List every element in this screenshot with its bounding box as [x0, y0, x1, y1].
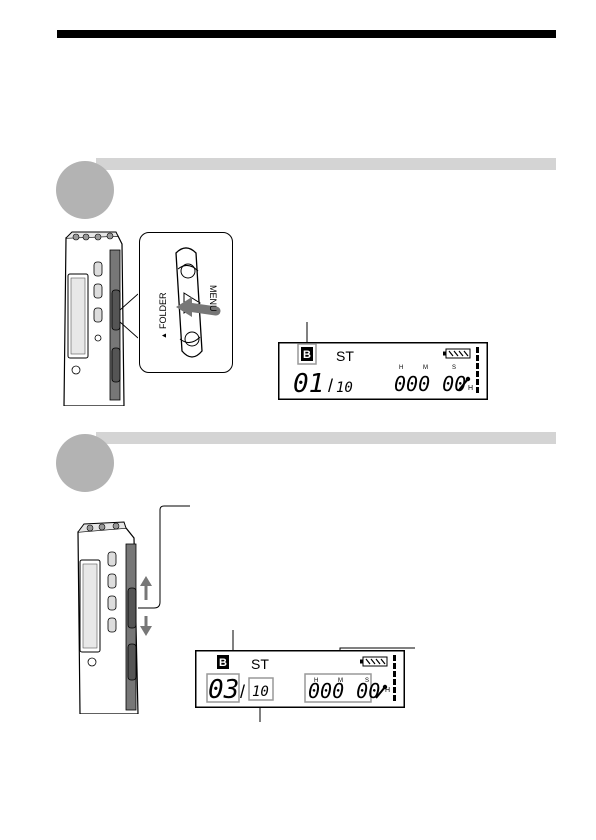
message-number-highlight: [206, 673, 240, 703]
unit-h: H: [399, 365, 403, 371]
level-meter: [393, 655, 396, 701]
slash-separator: /: [328, 376, 333, 396]
step-2-circle: [56, 434, 114, 492]
elapsed-time: 000 00: [394, 372, 466, 396]
menu-label: MENU: [208, 285, 218, 312]
unit-h: H: [314, 678, 318, 684]
elapsed-time: 000 00: [308, 679, 380, 703]
folder-indicator: [301, 347, 313, 361]
message-number: 03: [208, 675, 239, 705]
step-1-circle: [56, 161, 114, 219]
time-highlight: [304, 673, 372, 703]
control-callout-box: FOLDER ▲ MENU: [139, 232, 233, 373]
lcd-display-2: B ST 03 / 10 H M S 000 00 H: [195, 630, 415, 722]
jog-callout-line: [138, 505, 190, 609]
jog-up-arrow-icon: [140, 576, 152, 586]
jog-down-arrow-icon: [140, 626, 152, 636]
unit-s: S: [365, 678, 369, 684]
slash-separator: /: [240, 682, 245, 702]
total-messages: 10: [252, 684, 269, 700]
folder-triangle-icon: ▲: [161, 332, 168, 339]
folder-letter: B: [303, 349, 311, 361]
recorder-illustration-1: [63, 231, 138, 406]
unit-m: M: [338, 678, 343, 684]
folder-indicator: [217, 655, 229, 669]
step-2-bar: [96, 432, 556, 444]
mic-sensitivity-icon: [375, 686, 386, 699]
mode-indicator: ST: [336, 348, 354, 364]
step-1-bar: [96, 158, 556, 170]
unit-m: M: [423, 365, 428, 371]
quality-indicator: H: [468, 385, 473, 392]
level-meter: [476, 347, 479, 393]
unit-s: S: [452, 365, 456, 371]
mode-indicator: ST: [251, 656, 269, 672]
jog-lever-illustration: FOLDER ▲ MENU: [158, 247, 221, 358]
header-rule: [57, 30, 556, 38]
lcd-frame: [278, 342, 488, 400]
folder-letter: B: [219, 657, 227, 669]
total-messages-highlight: [248, 677, 274, 701]
folder-label: FOLDER: [158, 292, 168, 329]
mic-sensitivity-icon: [458, 378, 469, 391]
message-number: 01: [293, 369, 324, 399]
recorder-illustration-2: [77, 505, 190, 714]
lcd-display-1: B ST 01 / 10 H M S 000 00 H: [278, 322, 488, 400]
folder-highlight-box: [297, 343, 317, 365]
quality-indicator: H: [385, 687, 390, 694]
total-messages: 10: [336, 380, 353, 396]
